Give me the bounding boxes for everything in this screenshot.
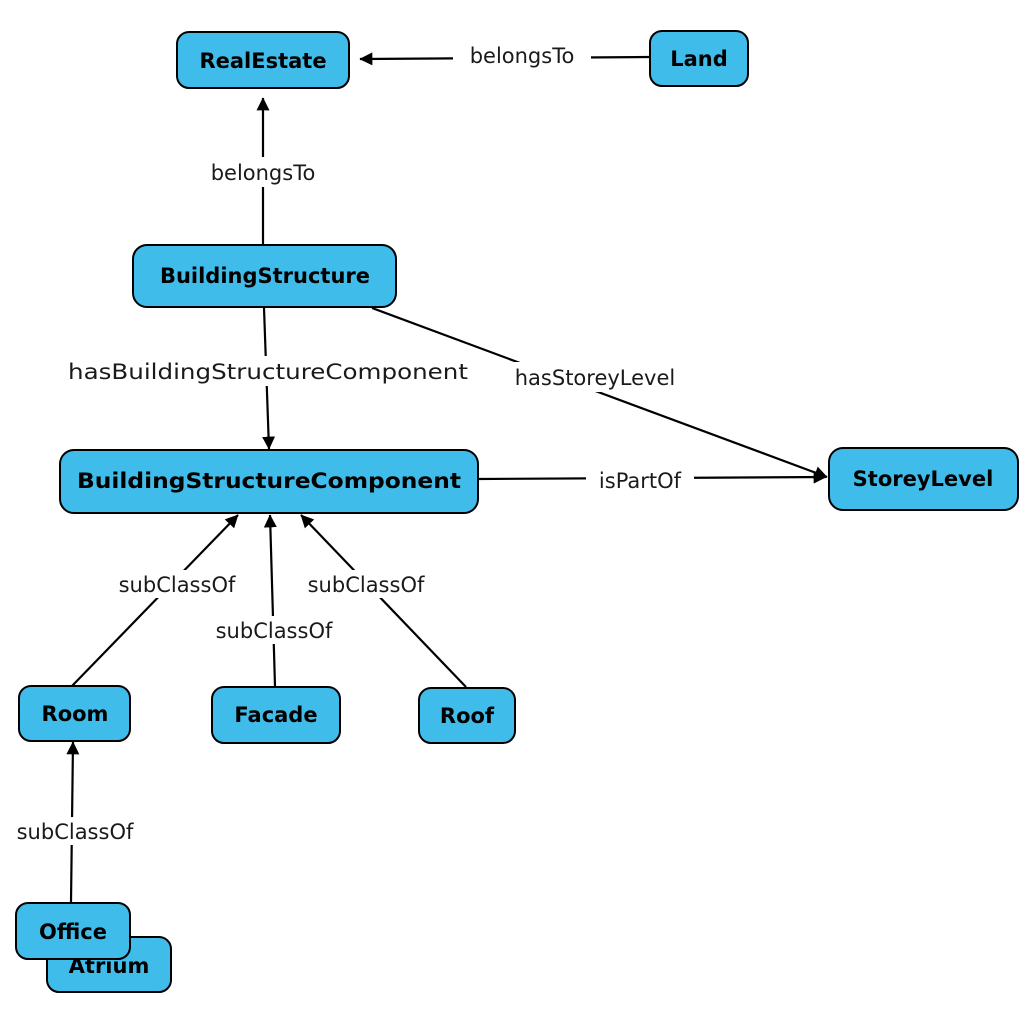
node-land[interactable]: Land	[649, 30, 749, 87]
edge-label-subclass-of: subClassOf	[119, 573, 236, 597]
node-box	[649, 30, 749, 87]
edge-label-background	[195, 157, 331, 187]
edge-label-belongs-to: belongsTo	[211, 161, 316, 185]
node-box	[211, 686, 341, 744]
edge-land-belongs-to-real-estate: belongsTo	[359, 41, 650, 71]
node-box	[18, 685, 131, 742]
edge-label-background	[453, 41, 591, 71]
node-box	[176, 31, 350, 89]
node-room[interactable]: Room	[18, 685, 131, 742]
edge-has-building-structure-component: hasBuildingStructureComponent	[64, 307, 472, 450]
edge-label-background	[64, 356, 472, 386]
node-label: BuildingStructureComponent	[77, 469, 461, 493]
edge-label-background	[104, 570, 250, 598]
edge-line	[300, 514, 467, 688]
node-box	[15, 902, 131, 960]
edge-label-subclass-of: subClassOf	[308, 573, 425, 597]
node-label: StoreyLevel	[853, 467, 994, 491]
edge-label-background	[500, 362, 690, 392]
node-office[interactable]: Office	[15, 902, 131, 960]
edge-label-has-building-structure-component: hasBuildingStructureComponent	[68, 360, 468, 384]
node-label: Office	[39, 920, 107, 944]
edge-room-subclass-of: subClassOf	[71, 514, 250, 687]
node-label: Facade	[234, 703, 317, 727]
edge-label-background	[201, 616, 347, 644]
node-box	[828, 447, 1019, 511]
node-label: Roof	[440, 704, 495, 728]
node-label: BuildingStructure	[160, 264, 370, 288]
edge-facade-subclass-of: subClassOf	[201, 514, 347, 687]
node-building-structure-component[interactable]: BuildingStructureComponent	[59, 449, 479, 514]
edge-line	[71, 514, 239, 687]
node-storey-level[interactable]: StoreyLevel	[828, 447, 1019, 511]
edge-line	[371, 306, 828, 479]
edge-line	[263, 514, 277, 687]
edge-label-background	[2, 817, 148, 845]
edge-label-background	[293, 570, 439, 598]
edge-label-subclass-of: subClassOf	[216, 619, 333, 643]
edge-roof-subclass-of: subClassOf	[293, 514, 467, 688]
node-roof[interactable]: Roof	[418, 687, 516, 744]
edge-label-background	[586, 466, 694, 494]
edge-label-is-part-of: isPartOf	[599, 469, 682, 493]
node-label: Room	[42, 702, 109, 726]
edge-has-storey-level: hasStoreyLevel	[371, 306, 828, 479]
node-label: RealEstate	[199, 49, 326, 73]
edge-is-part-of: isPartOf	[477, 466, 827, 494]
node-building-structure[interactable]: BuildingStructure	[132, 244, 397, 308]
node-box	[418, 687, 516, 744]
node-label: Land	[670, 47, 728, 71]
edge-building-belongs-to-real-estate: belongsTo	[195, 97, 331, 244]
node-box	[132, 244, 397, 308]
edge-label-has-storey-level: hasStoreyLevel	[515, 366, 675, 390]
edge-office-subclass-of: subClassOf	[2, 741, 148, 903]
edge-label-belongs-to: belongsTo	[470, 44, 575, 68]
node-facade[interactable]: Facade	[211, 686, 341, 744]
node-real-estate[interactable]: RealEstate	[176, 31, 350, 89]
edge-label-subclass-of: subClassOf	[17, 820, 134, 844]
node-box	[59, 449, 479, 514]
